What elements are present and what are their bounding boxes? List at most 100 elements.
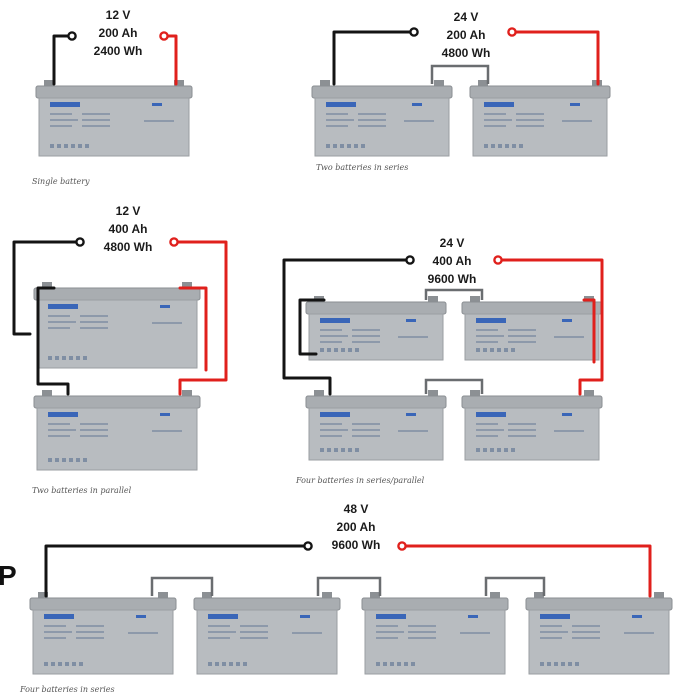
- battery-text-line: [516, 113, 544, 115]
- battery-text-line: [80, 435, 108, 437]
- battery-symbol: [334, 448, 338, 452]
- battery-lid: [193, 597, 341, 611]
- battery-symbol: [320, 348, 324, 352]
- battery-parallel2-a: [33, 282, 201, 369]
- battery-text-line: [76, 631, 104, 633]
- battery-text-line: [376, 637, 398, 639]
- battery-logo: [540, 614, 570, 619]
- battery-case: [196, 609, 338, 675]
- battery-logo: [476, 318, 506, 323]
- spec-series2: 24 V 200 Ah 4800 Wh: [424, 8, 508, 62]
- series-bridge: [424, 378, 484, 394]
- battery-text-line: [508, 335, 536, 337]
- battery-symbol: [490, 348, 494, 352]
- battery-symbol: [554, 662, 558, 666]
- battery-text-line: [408, 631, 436, 633]
- edge-letter-fragment: P: [0, 560, 17, 591]
- battery-symbol: [390, 662, 394, 666]
- battery-symbol: [326, 144, 330, 148]
- battery-text-line: [352, 341, 380, 343]
- battery-text-line: [80, 327, 108, 329]
- battery-symbol: [497, 448, 501, 452]
- spec-single-capacity: 200 Ah: [98, 26, 138, 40]
- positive-wire: [172, 240, 228, 396]
- caption-series4: Four batteries in series: [20, 685, 115, 694]
- battery-text-line: [320, 423, 342, 425]
- positive-wire: [496, 258, 604, 396]
- battery-symbol: [476, 448, 480, 452]
- battery-symbol: [72, 662, 76, 666]
- battery-sp4-a: [305, 296, 447, 361]
- battery-text-line: [358, 125, 386, 127]
- battery-text-line: [152, 430, 182, 432]
- battery-symbol: [69, 356, 73, 360]
- battery-symbol: [484, 144, 488, 148]
- caption-single: Single battery: [32, 177, 90, 186]
- battery-symbol: [476, 348, 480, 352]
- battery-model-mark: [406, 413, 416, 416]
- battery-symbol: [561, 662, 565, 666]
- battery-symbol: [50, 144, 54, 148]
- battery-symbol: [498, 144, 502, 148]
- battery-symbol: [511, 448, 515, 452]
- series-bridge: [316, 576, 382, 596]
- battery-symbol: [55, 458, 59, 462]
- battery-symbol: [341, 348, 345, 352]
- battery-post: [428, 296, 438, 304]
- battery-text-line: [326, 119, 354, 121]
- battery-symbol: [490, 448, 494, 452]
- battery-symbol: [83, 458, 87, 462]
- negative-terminal: [303, 541, 313, 551]
- battery-text-line: [208, 625, 230, 627]
- battery-text-line: [352, 423, 380, 425]
- battery-text-line: [128, 632, 158, 634]
- battery-post: [44, 80, 54, 88]
- battery-logo: [320, 318, 350, 323]
- battery-post: [42, 390, 52, 398]
- battery-symbol: [85, 144, 89, 148]
- battery-lid: [29, 597, 177, 611]
- battery-text-line: [144, 120, 174, 122]
- battery-symbol: [71, 144, 75, 148]
- battery-symbol: [547, 662, 551, 666]
- positive-wire: [178, 286, 208, 372]
- battery-text-line: [476, 341, 498, 343]
- spec-single: 12 V 200 Ah 2400 Wh: [76, 6, 160, 60]
- battery-symbol: [491, 144, 495, 148]
- battery-model-mark: [160, 413, 170, 416]
- negative-wire: [36, 286, 70, 396]
- battery-text-line: [376, 625, 398, 627]
- battery-lid: [305, 395, 447, 409]
- battery-case: [528, 609, 670, 675]
- battery-text-line: [82, 113, 110, 115]
- battery-series4-d: [525, 592, 673, 675]
- spec-series-parallel4-energy: 9600 Wh: [427, 272, 477, 286]
- battery-post: [470, 296, 480, 304]
- battery-lid: [311, 85, 453, 99]
- battery-symbol: [575, 662, 579, 666]
- battery-symbol: [44, 662, 48, 666]
- battery-symbol: [354, 144, 358, 148]
- spec-parallel2-voltage: 12 V: [115, 204, 141, 218]
- battery-sp4-b: [461, 296, 603, 361]
- battery-model-mark: [136, 615, 146, 618]
- battery-model-mark: [632, 615, 642, 618]
- battery-text-line: [50, 113, 72, 115]
- battery-case: [364, 609, 506, 675]
- battery-series4-c: [361, 592, 509, 675]
- battery-model-mark: [406, 319, 416, 322]
- battery-series2-b: [469, 80, 611, 157]
- battery-series4-b: [193, 592, 341, 675]
- spec-series4-capacity: 200 Ah: [336, 520, 376, 534]
- battery-text-line: [152, 322, 182, 324]
- battery-logo: [376, 614, 406, 619]
- battery-text-line: [76, 637, 104, 639]
- battery-symbol: [504, 448, 508, 452]
- battery-text-line: [48, 429, 76, 431]
- battery-text-line: [554, 336, 584, 338]
- battery-symbol: [355, 448, 359, 452]
- battery-model-mark: [562, 319, 572, 322]
- caption-series-parallel4: Four batteries in series/parallel: [296, 476, 425, 485]
- battery-text-line: [320, 435, 342, 437]
- battery-text-line: [508, 429, 536, 431]
